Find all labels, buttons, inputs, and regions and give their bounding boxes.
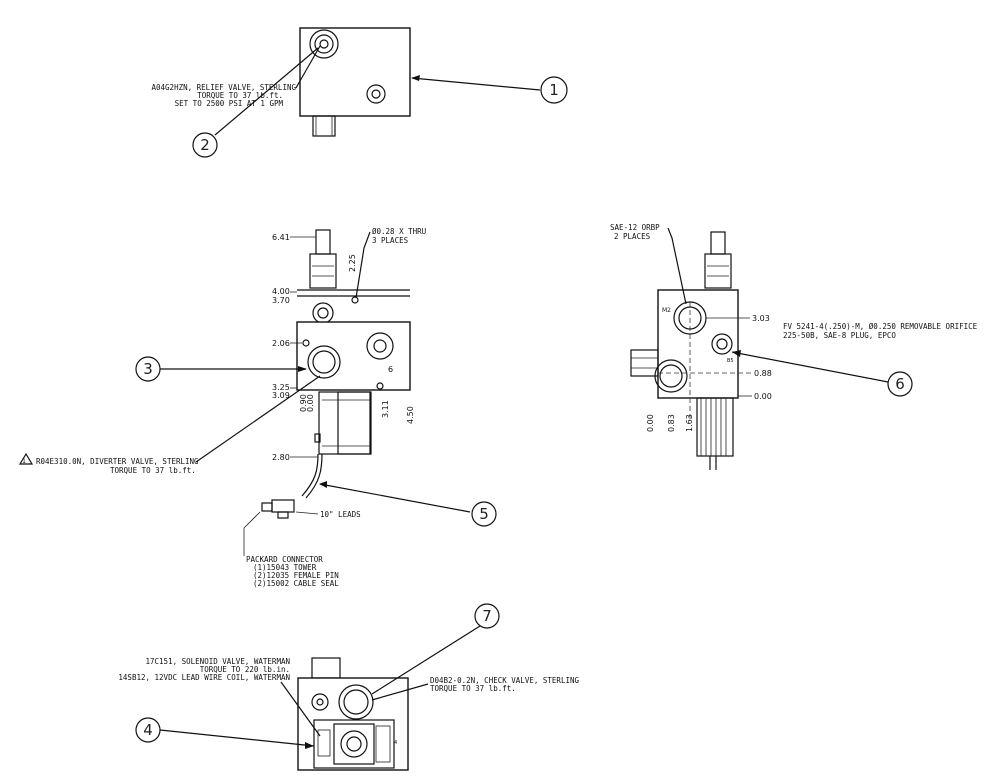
diverter-valve-port — [307, 345, 341, 379]
hole-note-2: 3 PLACES — [372, 236, 409, 245]
balloon-6 — [887, 371, 913, 397]
connector-note-2: (1)15043 TOWER — [253, 563, 317, 572]
hole-note-1: Ø0.28 X THRU — [372, 227, 426, 236]
solenoid-valve — [313, 719, 395, 769]
side-fitting — [630, 349, 659, 377]
balloon-7-number: 7 — [482, 607, 492, 625]
top-plug-port — [366, 84, 386, 104]
dim-3-70: 3.70 — [272, 296, 290, 305]
solenoid-note-2: TORQUE TO 220 lb.in. — [200, 665, 290, 674]
dim-3-09: 3.09 — [272, 391, 290, 400]
leads-note: 10" LEADS — [320, 510, 361, 519]
balloon-4 — [135, 717, 161, 743]
solenoid-note-3: 14SB12, 12VDC LEAD WIRE COIL, WATERMAN — [118, 673, 290, 682]
orifice-note-2: 225-50B, SAE-8 PLUG, EPCO — [783, 331, 896, 340]
top-view: A04G2HZN, RELIEF VALVE, STERLING TORQUE … — [152, 27, 568, 158]
svg-text:B5: B5 — [727, 358, 734, 364]
packard-connector — [271, 499, 295, 513]
dim-3-11: 3.11 — [381, 400, 390, 418]
orifice-note-1: FV 5241-4(.250)-M, Ø0.250 REMOVABLE ORIF… — [783, 322, 978, 331]
balloon-6-number: 6 — [895, 375, 905, 393]
svg-text:4: 4 — [394, 740, 397, 746]
balloon-2-number: 2 — [200, 136, 210, 154]
side-view: M2 B5 3.03 0.88 0.00 0.00 0.83 1.63 SAE-… — [610, 223, 978, 470]
connector-note-4: (2)15002 CABLE SEAL — [253, 579, 339, 588]
relief-note-1: A04G2HZN, RELIEF VALVE, STERLING — [152, 83, 297, 92]
dim-4-50: 4.50 — [406, 406, 415, 424]
relief-note-2: TORQUE TO 37 lb.ft. — [197, 91, 283, 100]
sae-note-1: SAE-12 ORBP — [610, 223, 660, 232]
balloon-2 — [192, 132, 218, 158]
dim-side-0-00: 0.00 — [754, 392, 772, 401]
side-solenoid — [696, 397, 734, 457]
relief-valve-port — [309, 29, 339, 59]
balloon-4-number: 4 — [143, 721, 153, 739]
dim-side-bottom-0-00: 0.00 — [646, 414, 655, 432]
manifold-block-top — [299, 27, 411, 117]
manifold-block-side — [657, 289, 739, 399]
bottom-view: 4 17C151, SOLENOID VALVE, WATERMAN TORQU… — [118, 603, 579, 771]
balloon-3 — [135, 356, 161, 382]
check-note-2: TORQUE TO 37 lb.ft. — [430, 684, 516, 693]
diverter-note-1: R04E310.0N, DIVERTER VALVE, STERLING — [36, 457, 199, 466]
diverter-solenoid — [318, 391, 372, 455]
balloon-3-number: 3 — [143, 360, 153, 378]
check-note-1: D04B2-0.2N, CHECK VALVE, STERLING — [430, 676, 579, 685]
dim-side-bottom-0-83: 0.83 — [667, 414, 676, 432]
solenoid-note-1: 17C151, SOLENOID VALVE, WATERMAN — [146, 657, 291, 666]
connector-note-1: PACKARD CONNECTOR — [246, 555, 323, 564]
connector-note-3: (2)12035 FEMALE PIN — [253, 571, 339, 580]
front-view: 6 6.41 4.00 3.70 2.06 3.25 3.09 2.80 0.9… — [18, 227, 497, 588]
dim-3-25: 3.25 — [272, 383, 290, 392]
balloon-7 — [474, 603, 500, 629]
dim-2-25: 2.25 — [348, 254, 357, 272]
dim-2-06: 2.06 — [272, 339, 290, 348]
port-m2-label: M2 — [662, 307, 671, 314]
relief-note-3: SET TO 2500 PSI AT 1 GPM — [175, 99, 284, 108]
dim-3-03: 3.03 — [752, 314, 770, 323]
front-port-label: 6 — [388, 365, 393, 374]
check-valve-port — [338, 684, 374, 720]
svg-text:1: 1 — [22, 458, 26, 465]
sae-note-2: 2 PLACES — [614, 232, 651, 241]
balloon-1 — [540, 76, 568, 104]
diverter-note-2: TORQUE TO 37 lb.ft. — [110, 466, 196, 475]
balloon-5-number: 5 — [479, 505, 489, 523]
dim-0-90: 0.90 — [299, 394, 308, 412]
top-fitting — [312, 115, 336, 137]
dim-side-bottom-1-63: 1.63 — [685, 414, 694, 432]
dim-0-00: 0.00 — [306, 394, 315, 412]
front-dimensions: 6.41 4.00 3.70 2.06 3.25 3.09 2.80 0.90 … — [272, 233, 415, 462]
dim-2-80: 2.80 — [272, 453, 290, 462]
dim-6-41: 6.41 — [272, 233, 290, 242]
dim-0-88: 0.88 — [754, 369, 772, 378]
balloon-1-number: 1 — [549, 81, 559, 99]
dim-4-00: 4.00 — [272, 287, 290, 296]
warning-triangle-icon — [18, 452, 34, 465]
balloon-5 — [471, 501, 497, 527]
